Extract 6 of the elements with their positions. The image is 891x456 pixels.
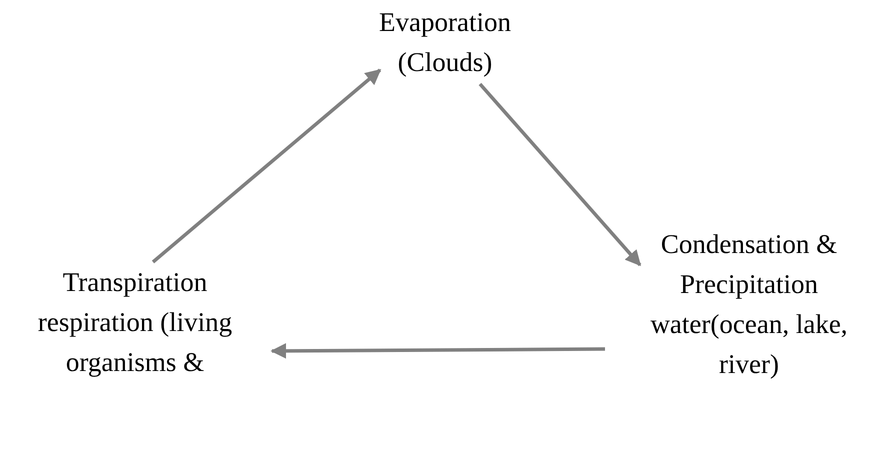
arrow — [270, 343, 605, 359]
node-label: Transpiration respiration (living organisms & — [36, 266, 234, 379]
node-label: Condensation & Precipitation water(ocean, lake, river) — [649, 228, 849, 381]
node-label: Evaporation (Clouds) — [378, 6, 512, 79]
arrow — [152, 68, 382, 264]
arrow — [478, 82, 642, 266]
